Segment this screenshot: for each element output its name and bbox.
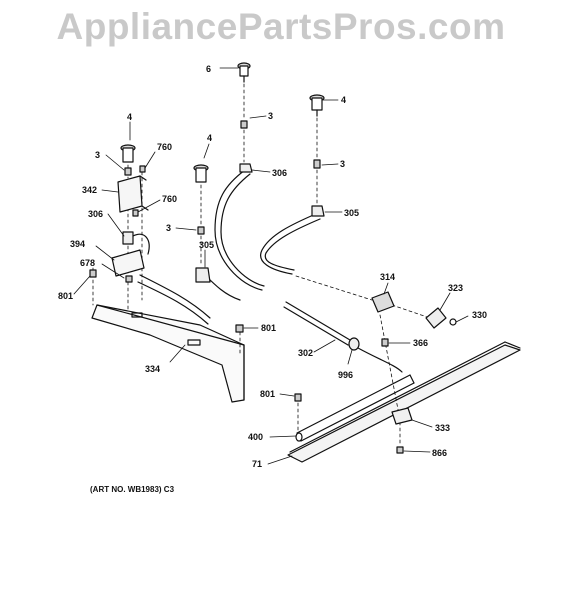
callout-4-top: 4 [341, 95, 346, 105]
elbow-305-mid [195, 267, 211, 283]
callout-3-mid: 3 [166, 223, 171, 233]
callout-801-mid: 801 [261, 323, 276, 333]
fitting-306-left [122, 231, 150, 255]
orifice-3-left [124, 167, 132, 176]
gas-tube-left [137, 274, 211, 325]
callout-3-right: 3 [340, 159, 345, 169]
orifice-3-right [313, 159, 321, 169]
screw-801-low [294, 393, 302, 402]
part-323 [425, 307, 447, 329]
gas-valve-4-right [309, 94, 325, 117]
callout-342: 342 [82, 185, 97, 195]
gas-valve-4-mid [193, 164, 209, 183]
callout-801-left: 801 [58, 291, 73, 301]
leader-lines [73, 67, 469, 465]
callout-305-right: 305 [344, 208, 359, 218]
callout-330: 330 [472, 310, 487, 320]
callout-4-left: 4 [127, 112, 132, 122]
callout-306-left: 306 [88, 209, 103, 219]
watermark-logo: AppliancePartsPros.com [56, 6, 506, 47]
callout-333: 333 [435, 423, 450, 433]
tube-305-mid [204, 274, 241, 301]
callout-4-mid: 4 [207, 133, 212, 143]
regulator-314 [371, 291, 395, 313]
manifold-bracket [91, 304, 245, 403]
callout-305-mid: 305 [199, 240, 214, 250]
bracket-394 [111, 249, 145, 277]
gas-valve-4-left [120, 144, 136, 163]
screw-801-mid [235, 324, 244, 333]
tube-305-right [260, 212, 321, 275]
callout-314: 314 [380, 272, 395, 282]
callout-6: 6 [206, 64, 211, 74]
callout-302: 302 [298, 348, 313, 358]
callout-3-top: 3 [268, 111, 273, 121]
callout-306-top: 306 [272, 168, 287, 178]
tube-302 [283, 301, 403, 373]
art-number: (ART NO. WB1983) C3 [90, 485, 175, 494]
orifice-3-mid [197, 226, 205, 235]
callout-394: 394 [70, 239, 85, 249]
screw-678 [125, 275, 133, 283]
bracket-342 [117, 175, 149, 213]
callout-400: 400 [248, 432, 263, 442]
elbow-306-top [239, 163, 253, 173]
tube-306-top [214, 169, 265, 291]
screw-866 [396, 446, 404, 454]
screw-760-a [139, 165, 146, 173]
callout-3-left: 3 [95, 150, 100, 160]
orifice-3-top [240, 120, 248, 129]
screw-760-b [132, 209, 139, 217]
leader-dashes [92, 83, 431, 446]
callout-801-low: 801 [260, 389, 275, 399]
callout-760-a: 760 [157, 142, 172, 152]
callout-71: 71 [252, 459, 262, 469]
elbow-305-right [311, 205, 325, 217]
callout-996: 996 [338, 370, 353, 380]
callout-366: 366 [413, 338, 428, 348]
screw-801-left [89, 269, 97, 278]
burner-tray [287, 341, 521, 463]
washer-330 [449, 318, 457, 326]
callout-334: 334 [145, 364, 160, 374]
gas-valve-6 [237, 62, 251, 83]
callout-323: 323 [448, 283, 463, 293]
callout-866: 866 [432, 448, 447, 458]
fitting-366 [381, 338, 389, 347]
callout-678: 678 [80, 258, 95, 268]
callout-760-b: 760 [162, 194, 177, 204]
